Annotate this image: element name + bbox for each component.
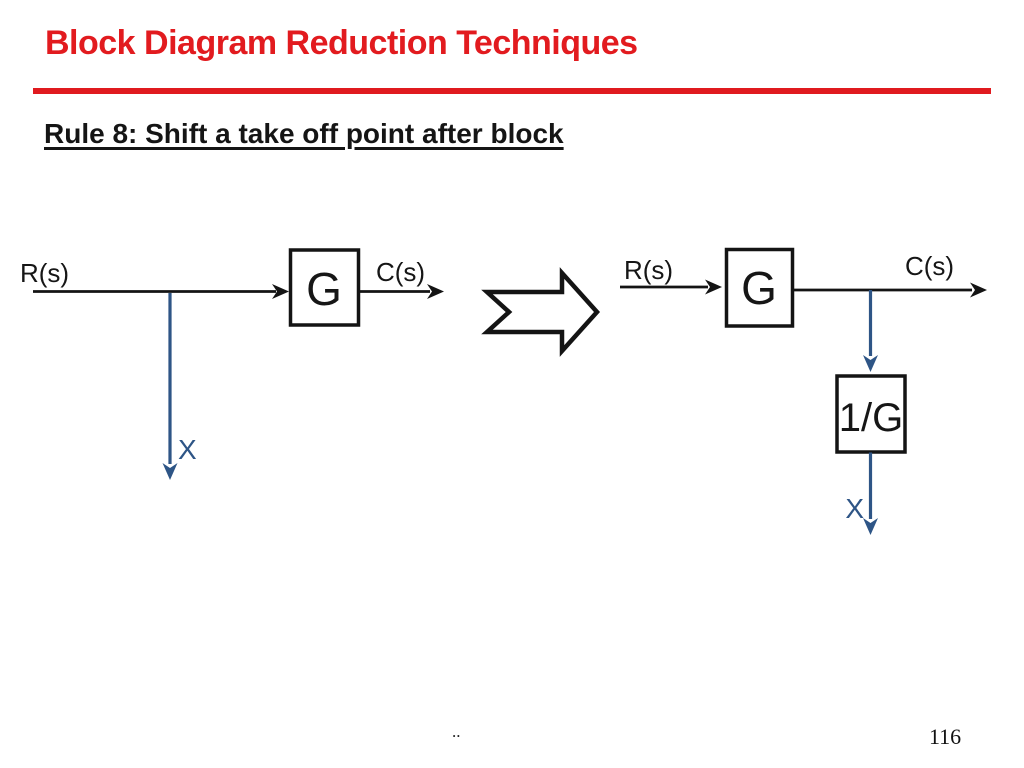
- page-number: 116: [929, 724, 962, 749]
- after-input-label: R(s): [624, 255, 673, 285]
- after-block-g: [724, 247, 795, 328]
- after-takeoff-label: X: [845, 493, 864, 524]
- after-takeoff-arrowhead-upper-icon: [863, 355, 878, 372]
- after-output-label: C(s): [905, 251, 954, 281]
- slide-title: Block Diagram Reduction Techniques: [45, 24, 638, 62]
- after-block-inverse-g: [835, 374, 907, 454]
- after-output-arrowhead-icon: [970, 282, 987, 298]
- after-block-inverse-g-label: 1/G: [839, 396, 903, 440]
- after-takeoff-arrowhead-lower-icon: [863, 518, 878, 535]
- before-output-arrowhead-icon: [427, 284, 444, 299]
- before-block-g: [288, 248, 361, 327]
- before-output-label: C(s): [376, 257, 425, 287]
- before-takeoff-label: X: [178, 434, 197, 465]
- diagram-after: R(s) G C(s) 1/G X: [620, 247, 987, 535]
- before-input-label: R(s): [20, 258, 69, 288]
- transform-arrow-icon: [481, 267, 601, 357]
- before-takeoff-arrowhead-icon: [162, 463, 178, 480]
- after-input-arrowhead-icon: [705, 279, 722, 295]
- footer-mark: ..: [452, 722, 461, 741]
- before-input-arrowhead-icon: [272, 284, 289, 299]
- rule-heading: Rule 8: Shift a take off point after blo…: [44, 118, 564, 149]
- block-diagrams-canvas: R(s) G C(s) X R(s) G C(s): [20, 247, 987, 535]
- after-block-g-label: G: [741, 262, 777, 314]
- diagram-before: R(s) G C(s) X: [20, 248, 444, 480]
- before-block-g-label: G: [306, 263, 342, 315]
- title-divider: [33, 88, 991, 94]
